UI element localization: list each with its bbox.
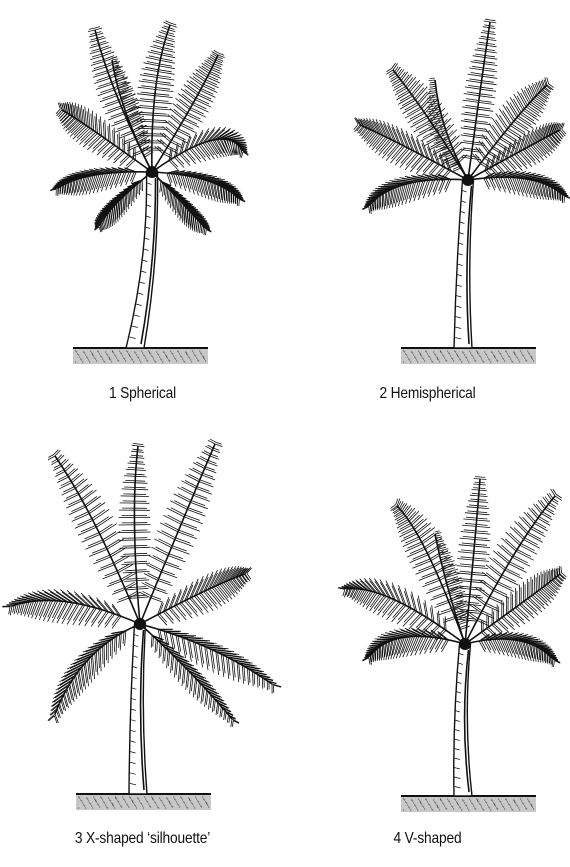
frond [152, 172, 211, 235]
frond [56, 102, 152, 172]
frond [48, 624, 140, 723]
frond-leaflets [481, 566, 566, 641]
frond-leaflets [362, 628, 448, 665]
caption-spherical: 1 Spherical [20, 385, 265, 403]
frond [140, 566, 252, 625]
palm-trunk [129, 624, 147, 794]
palm-trunk [454, 644, 472, 796]
frond-leaflets [479, 632, 560, 667]
frond-leaflets [461, 19, 498, 160]
frond-leaflets [362, 174, 451, 214]
frond-leaflets [94, 180, 142, 233]
ground-strip [73, 348, 208, 364]
palm-crown [338, 477, 566, 667]
frond-leaflets [2, 589, 121, 628]
caption-x-shaped: 3 X-shaped ‘silhouette’ [20, 830, 265, 848]
trunk-outline [454, 644, 472, 796]
ground-strip [401, 796, 536, 812]
frond [391, 499, 467, 645]
frond-midrib [360, 125, 468, 180]
crown-heart [146, 166, 158, 178]
ground-strip [76, 794, 211, 810]
palm-hemispherical-icon [285, 0, 570, 433]
caption-v-shaped: 4 V-shaped [305, 830, 550, 848]
panel-x-shaped: 3 X-shaped ‘silhouette’ [0, 434, 285, 867]
panel-hemispherical: 2 Hemispherical [285, 0, 570, 433]
caption-hemispherical: 2 Hemispherical [305, 385, 550, 403]
palm-spherical-icon [0, 0, 285, 433]
frond [468, 171, 570, 203]
frond-leaflets [48, 631, 126, 723]
panel-v-shaped: 4 V-shaped [285, 434, 570, 867]
frond-midrib [140, 444, 215, 624]
frond [140, 624, 281, 694]
frond [465, 632, 560, 667]
palm-x-shaped-icon [0, 434, 285, 867]
frond-leaflets [338, 578, 446, 640]
frond [152, 170, 245, 206]
frond [465, 566, 566, 644]
palm-tree [338, 477, 566, 812]
palm-tree [2, 439, 281, 810]
palm-v-shaped-icon [285, 434, 570, 867]
panel-spherical: 1 Spherical [0, 0, 285, 433]
frond [362, 174, 468, 214]
palm-trunk [454, 180, 474, 348]
frond [386, 63, 468, 180]
crown-heart [134, 618, 146, 630]
frond-leaflets [48, 450, 140, 603]
frond-leaflets [158, 566, 252, 625]
palm-tree [50, 21, 248, 364]
crown-heart [459, 638, 471, 650]
frond-leaflets [354, 117, 451, 181]
frond-leaflets [169, 127, 249, 170]
frond-leaflets [456, 477, 490, 622]
frond [152, 50, 225, 172]
frond [119, 443, 151, 624]
frond-midrib [12, 600, 140, 624]
frond [456, 477, 490, 644]
ground-strip [401, 348, 536, 364]
crown-heart [462, 174, 474, 186]
frond [2, 589, 140, 628]
palm-tree [354, 19, 570, 364]
frond-leaflets [484, 171, 570, 203]
frond-leaflets [158, 629, 281, 694]
frond [435, 531, 470, 644]
